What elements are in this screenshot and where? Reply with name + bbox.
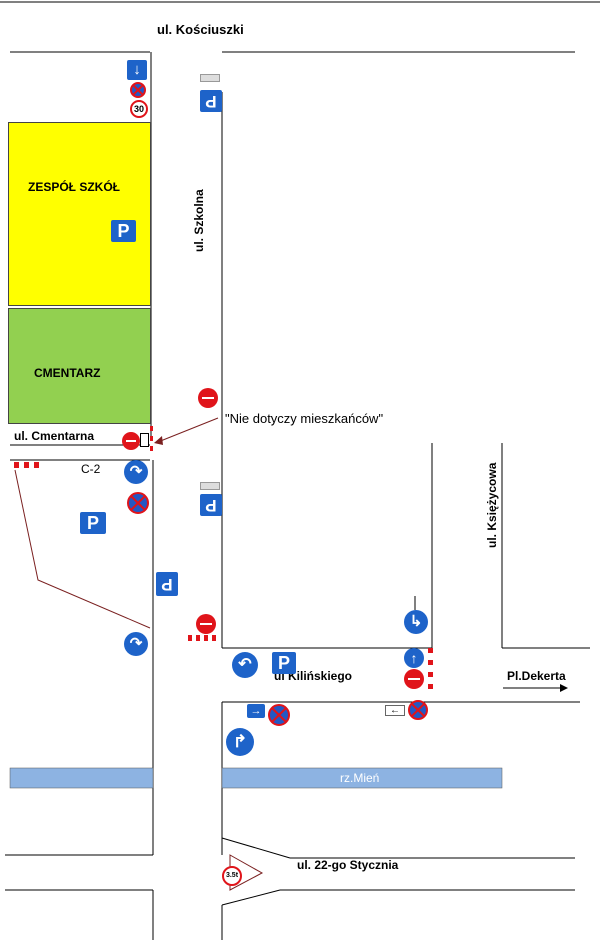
turn-right-sign: ↷ [124, 460, 148, 484]
place-label-dekerta: Pl.Dekerta [507, 669, 566, 683]
exception-plate-icon [140, 433, 149, 447]
cemetery-area [8, 308, 151, 424]
parking-sign-rotated: P [200, 494, 222, 516]
parking-sign-rotated: P [200, 90, 222, 112]
small-plate-icon [200, 482, 220, 490]
street-label-kosciuszki: ul. Kościuszki [157, 22, 244, 37]
small-plate-icon [200, 74, 220, 82]
street-label-cmentarna: ul. Cmentarna [14, 429, 95, 443]
cemetery-label: CMENTARZ [34, 366, 101, 380]
right-arrow-plate-icon: → [247, 704, 265, 718]
parking-sign: P [80, 512, 106, 534]
street-label-szkolna: ul. Szkolna [192, 189, 206, 252]
no-stopping-sign [408, 700, 428, 720]
exception-note: "Nie dotyczy mieszkańców" [225, 411, 384, 426]
parking-sign-rotated: P [156, 572, 178, 596]
street-label-ksiezycowa: ul. Księżycowa [485, 462, 499, 548]
parking-sign: P [272, 652, 296, 674]
c2-label: C-2 [81, 462, 101, 476]
no-stopping-sign [268, 704, 290, 726]
no-entry-sign [122, 432, 140, 450]
no-entry-sign [196, 614, 216, 634]
ahead-only-sign: ↑ [404, 648, 424, 668]
turn-left-sign: ↶ [232, 652, 258, 678]
school-area [8, 122, 151, 306]
street-label-stycznia: ul. 22-go Stycznia [297, 858, 399, 872]
school-label: ZESPÓŁ SZKÓŁ [28, 180, 121, 194]
no-stopping-sign [130, 82, 146, 98]
no-entry-sign [404, 669, 424, 689]
weight-limit-sign: 3.5t [222, 866, 242, 886]
river-label: rz.Mień [340, 771, 380, 785]
parking-sign: P [111, 220, 136, 242]
left-arrow-plate-icon: ← [385, 705, 405, 716]
turn-right-sign: ↷ [124, 632, 148, 656]
no-stopping-sign [127, 492, 149, 514]
turn-right-sign: ↱ [226, 728, 254, 756]
speed-limit-sign: 30 [130, 100, 148, 118]
no-entry-sign [198, 388, 218, 408]
down-arrow-sign: ↓ [127, 60, 147, 80]
turn-right-sign: ↳ [404, 610, 428, 634]
